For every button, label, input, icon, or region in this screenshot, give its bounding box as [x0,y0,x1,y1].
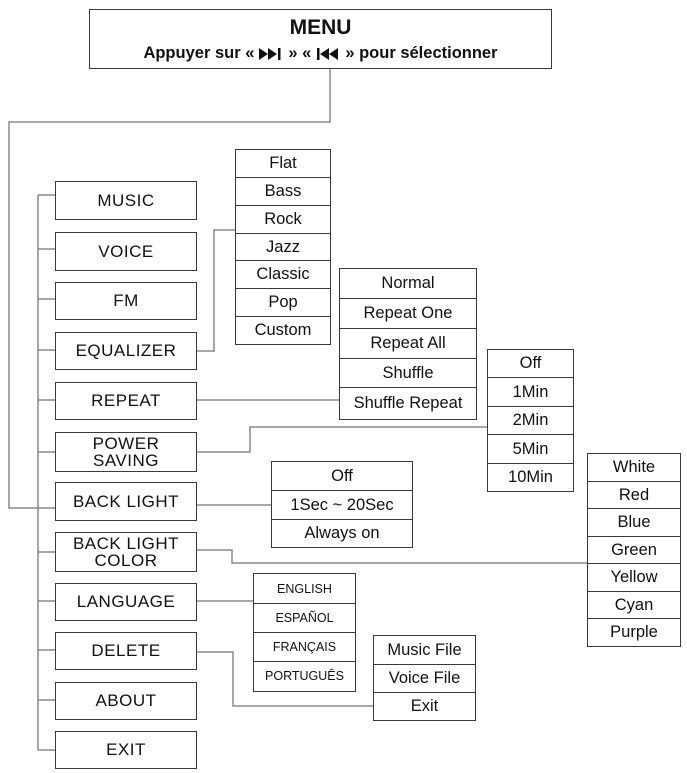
color-option[interactable]: Yellow [588,564,680,592]
menu-item-exit[interactable]: EXIT [55,731,197,769]
instruction-suffix: » pour sélectionner [345,44,498,62]
back-light-option[interactable]: Always on [304,524,380,542]
color-option[interactable]: White [588,454,680,482]
equalizer-option[interactable]: Classic [236,261,330,290]
menu-item-power-saving[interactable]: POWER SAVING [55,432,197,472]
delete-option[interactable]: Music File [374,636,475,665]
language-option[interactable]: ESPAÑOL [254,604,355,633]
power-saving-submenu: Off 1Min 2Min 5Min 10Min [487,349,574,492]
equalizer-submenu: Flat Bass Rock Jazz Classic Pop Custom [235,149,331,345]
power-saving-branch [197,426,487,453]
back-light-color-line-1: BACK LIGHT [72,534,180,553]
color-option[interactable]: Purple [610,622,658,641]
instruction-mid: » « [288,44,312,62]
equalizer-branch [197,229,235,352]
skip-next-icon [258,46,284,62]
repeat-option[interactable]: Shuffle Repeat [353,393,463,412]
repeat-option[interactable]: Shuffle [340,359,476,388]
power-saving-line-1: POWER [92,434,160,453]
back-light-color-submenu: White Red Blue Green Yellow Cyan Purple [587,453,681,647]
repeat-submenu: Normal Repeat One Repeat All Shuffle Shu… [339,268,477,420]
language-option[interactable]: PORTUGUÊS [265,669,344,683]
back-light-option[interactable]: Off [272,462,412,491]
menu-item-delete[interactable]: DELETE [55,632,197,670]
menu-header: MENU Appuyer sur « » « » pour sélectionn… [89,9,552,69]
power-saving-option[interactable]: 5Min [488,435,573,464]
power-saving-option[interactable]: 1Min [488,378,573,407]
delete-option[interactable]: Voice File [374,665,475,693]
header-connector [8,69,331,509]
color-option[interactable]: Cyan [588,592,680,619]
skip-previous-icon [315,46,341,62]
power-saving-option[interactable]: 2Min [488,407,573,435]
color-option[interactable]: Red [588,482,680,509]
delete-branch [197,651,373,707]
menu-item-back-light[interactable]: BACK LIGHT [55,482,197,521]
power-saving-option[interactable]: Off [488,350,573,378]
menu-item-back-light-color[interactable]: BACK LIGHT COLOR [55,532,197,572]
repeat-option[interactable]: Repeat One [340,299,476,329]
language-option[interactable]: FRANÇAIS [254,633,355,662]
language-submenu: ENGLISH ESPAÑOL FRANÇAIS PORTUGUÊS [253,573,356,692]
menu-instruction: Appuyer sur « » « » pour sélectionner [90,44,551,63]
repeat-option[interactable]: Normal [340,269,476,299]
menu-title: MENU [289,16,352,39]
power-saving-option[interactable]: 10Min [508,468,553,486]
back-light-color-line-2: COLOR [94,551,158,570]
language-option[interactable]: ENGLISH [254,574,355,604]
equalizer-option[interactable]: Jazz [236,234,330,262]
instruction-prefix: Appuyer sur « [143,44,255,62]
menu-item-repeat[interactable]: REPEAT [55,382,197,420]
delete-option[interactable]: Exit [410,696,439,715]
back-light-option[interactable]: 1Sec ~ 20Sec [272,491,412,520]
equalizer-option[interactable]: Custom [254,321,312,340]
equalizer-option[interactable]: Rock [236,206,330,234]
menu-item-about[interactable]: ABOUT [55,682,197,720]
equalizer-option[interactable]: Bass [236,178,330,206]
back-light-submenu: Off 1Sec ~ 20Sec Always on [271,461,413,548]
menu-item-language[interactable]: LANGUAGE [55,583,197,621]
menu-item-voice[interactable]: VOICE [55,232,197,271]
color-option[interactable]: Green [588,537,680,564]
menu-item-fm[interactable]: FM [55,282,197,320]
equalizer-option[interactable]: Pop [236,289,330,318]
menu-item-equalizer[interactable]: EQUALIZER [55,332,197,370]
menu-item-music[interactable]: MUSIC [55,181,197,220]
equalizer-option[interactable]: Flat [236,150,330,178]
power-saving-line-2: SAVING [93,451,159,470]
delete-submenu: Music File Voice File Exit [373,635,476,721]
repeat-option[interactable]: Repeat All [340,329,476,359]
color-option[interactable]: Blue [588,509,680,537]
back-light-color-branch [197,549,587,564]
